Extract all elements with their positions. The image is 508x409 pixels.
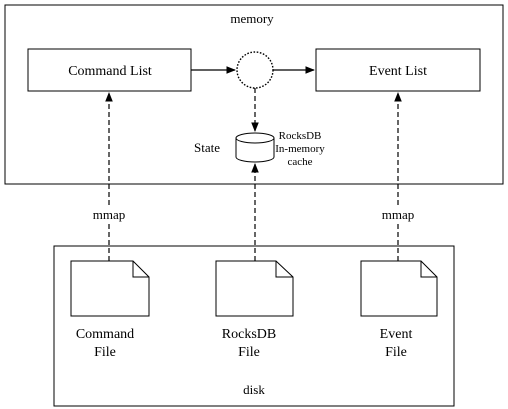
disk-label: disk	[243, 382, 265, 397]
event-file-icon	[360, 260, 438, 317]
state-cache-cylinder	[235, 132, 275, 163]
memory-container	[4, 4, 504, 185]
memory-label: memory	[230, 11, 274, 26]
command-list-label: Command List	[68, 64, 152, 79]
event-list-label: Event List	[369, 64, 427, 79]
command-list-box: Command List	[27, 48, 192, 92]
mmap-label-right: mmap	[382, 207, 415, 222]
event-file-label-line-1: Event	[380, 327, 413, 342]
cache-label-line-2: In-memory	[275, 143, 325, 155]
processor-node	[236, 51, 274, 89]
cache-label-line-1: RocksDB	[279, 130, 322, 142]
command-file-label-line-2: File	[94, 345, 116, 360]
command-file-icon	[70, 260, 150, 317]
disk-container	[53, 245, 455, 407]
event-list-box: Event List	[315, 48, 481, 92]
mmap-label-left: mmap	[93, 207, 126, 222]
cache-label-line-3: cache	[287, 156, 312, 168]
rocksdb-file-label-line-2: File	[238, 345, 260, 360]
rocksdb-file-label-line-1: RocksDB	[222, 327, 276, 342]
command-file-label-line-1: Command	[76, 327, 134, 342]
event-file-label-line-2: File	[385, 345, 407, 360]
rocksdb-file-icon	[215, 260, 294, 317]
state-label: State	[194, 140, 220, 155]
